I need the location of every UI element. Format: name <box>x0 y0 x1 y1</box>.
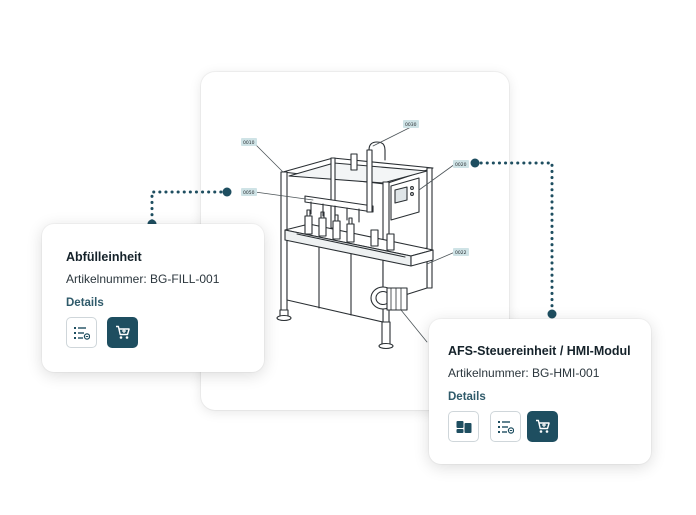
component-view-button[interactable] <box>448 411 479 442</box>
article-number: Artikelnummer: BG-FILL-001 <box>66 272 220 286</box>
bom-list-button[interactable] <box>66 317 97 348</box>
bom-list-icon <box>497 420 514 434</box>
callout-tag-0[interactable]: 0010 <box>243 140 255 146</box>
article-number: Artikelnummer: BG-HMI-001 <box>448 366 600 380</box>
details-link[interactable]: Details <box>66 297 104 309</box>
action-buttons <box>66 317 264 348</box>
callout-tag-4[interactable]: 0022 <box>455 250 467 256</box>
anchor-dot-right <box>547 309 557 319</box>
filling-machine-drawing: 0010 0030 0020 0050 0022 <box>241 120 469 350</box>
part-card-afs-hmi: AFS-Steuereinheit / HMI-Modul Artikelnum… <box>429 319 651 464</box>
bom-list-icon <box>73 326 90 340</box>
part-title: Abfülleinheit <box>66 250 142 264</box>
callout-tag-1[interactable]: 0030 <box>405 122 417 128</box>
add-to-cart-button[interactable] <box>527 411 558 442</box>
add-to-cart-button[interactable] <box>107 317 138 348</box>
bom-list-button[interactable] <box>490 411 521 442</box>
action-buttons <box>448 411 651 442</box>
cart-icon <box>115 325 130 339</box>
callout-tag-3[interactable]: 0050 <box>243 190 255 196</box>
component-view-icon <box>456 420 471 433</box>
cart-icon <box>535 419 550 433</box>
part-title: AFS-Steuereinheit / HMI-Modul <box>448 344 631 358</box>
part-card-abfuelleinheit: Abfülleinheit Artikelnummer: BG-FILL-001… <box>42 224 264 372</box>
details-link[interactable]: Details <box>448 391 486 403</box>
callout-tag-2[interactable]: 0020 <box>455 162 467 168</box>
